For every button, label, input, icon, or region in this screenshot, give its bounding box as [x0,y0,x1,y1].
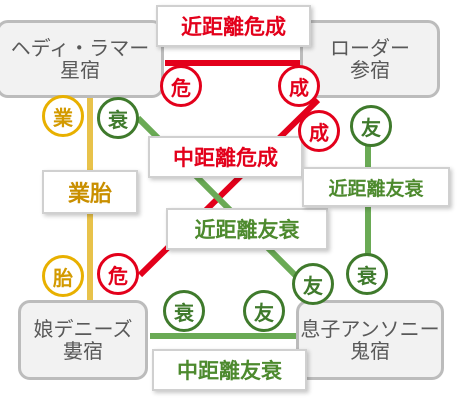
person-node-top-left: ヘディ・ラマー 星宿 [0,20,164,98]
relation-label-center-upper: 中距離危成 [148,136,303,178]
person-name: ヘディ・ラマー [10,35,150,60]
badge-top-right-lower: 成 [298,110,340,152]
badge-top-right-right: 友 [350,105,392,147]
badge-bottom-right-right: 衰 [346,253,388,295]
badge-bottom-left-right: 危 [97,253,139,295]
relation-label-center-lower: 近距離友衰 [166,208,328,250]
person-name: 娘デニーズ [33,316,133,341]
badge-top-right-left: 成 [278,65,320,107]
mansion-name: 婁宿 [63,339,103,363]
badge-bottom-left-lower: 衰 [163,290,205,332]
person-node-bottom-left: 娘デニーズ 婁宿 [18,300,148,380]
person-node-bottom-right: 息子アンソニー 鬼宿 [296,300,444,380]
relation-label-bottom: 中距離友衰 [152,349,307,391]
person-node-top-right: ローダー 参宿 [300,20,440,98]
mansion-name: 参宿 [350,58,390,82]
badge-top-left-lower: 衰 [97,97,139,139]
badge-top-left-right: 危 [160,65,202,107]
mansion-name: 星宿 [60,58,100,82]
person-name: ローダー [330,35,410,60]
badge-bottom-left-left: 胎 [42,255,84,297]
badge-bottom-right-left: 友 [243,290,285,332]
relation-label-left: 業胎 [42,170,138,214]
relation-label-right: 近距離友衰 [302,167,450,207]
relation-label-top: 近距離危成 [156,5,311,47]
badge-top-left-left: 業 [42,95,84,137]
mansion-name: 鬼宿 [350,339,390,363]
person-name: 息子アンソニー [300,316,440,341]
badge-bottom-right-upper: 友 [292,263,334,305]
